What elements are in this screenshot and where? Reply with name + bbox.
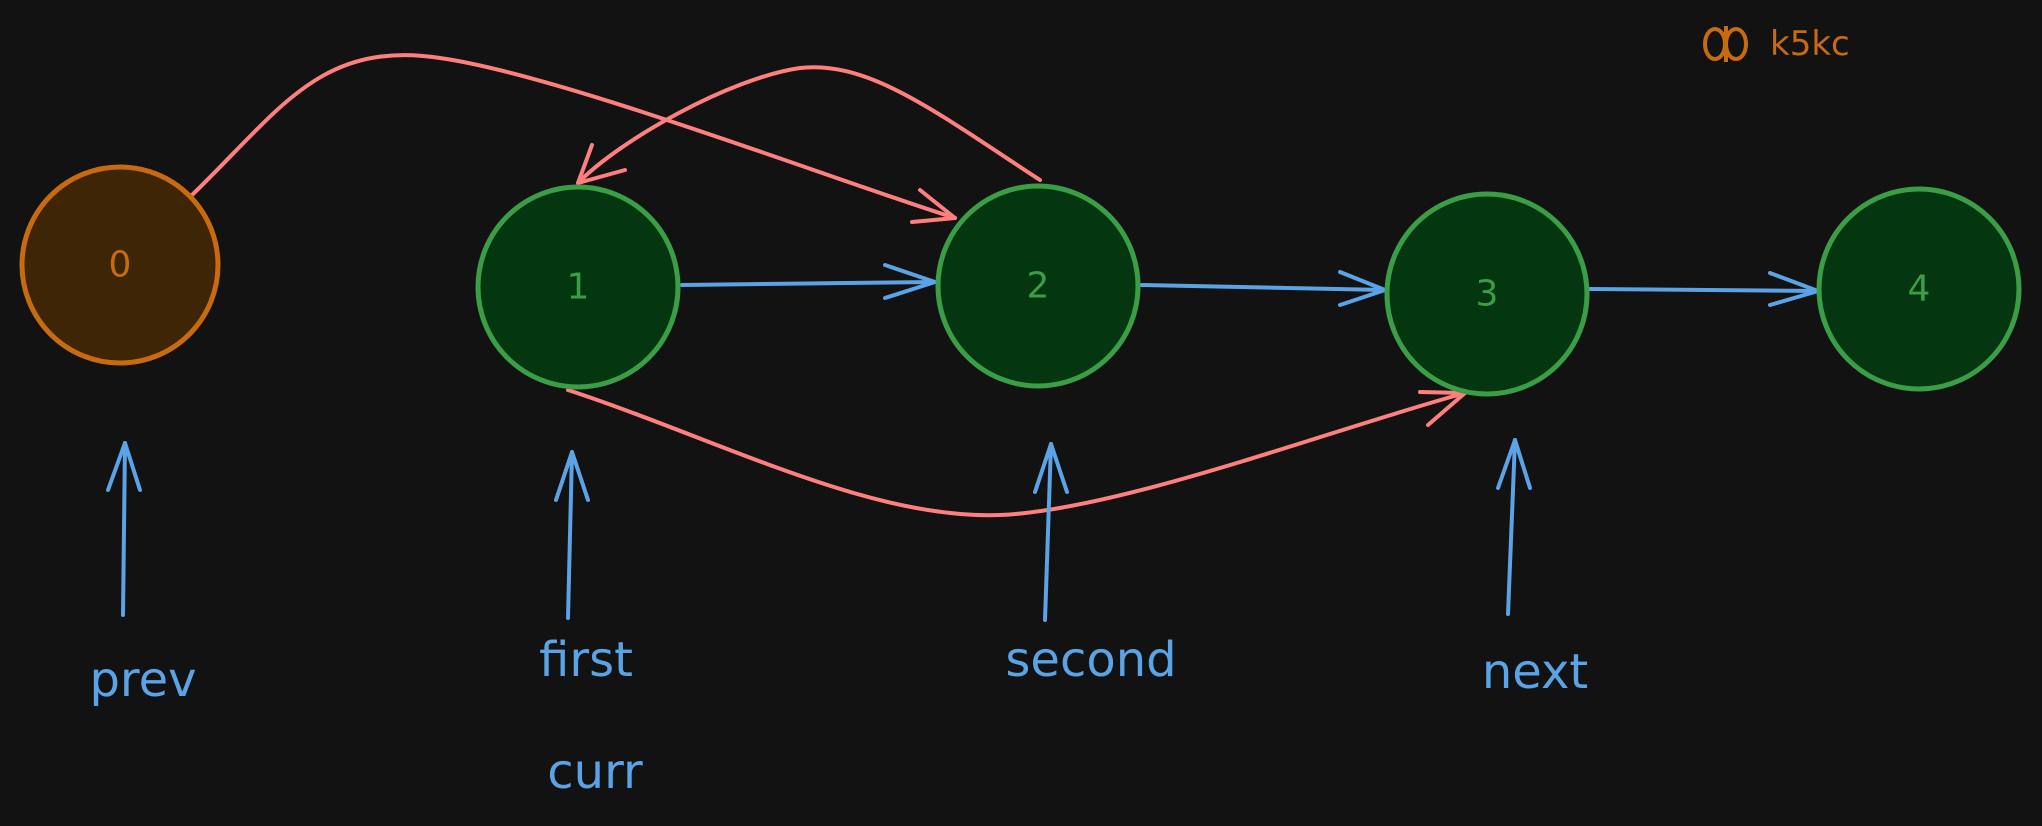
- pointer-label-next: next: [1482, 644, 1588, 700]
- brand-logo: k5kc: [1703, 24, 1850, 64]
- pointer-arrows: [106, 438, 1532, 622]
- excalidraw-logo-icon: [1703, 26, 1748, 62]
- swap-link-2-to-1: [576, 65, 1042, 185]
- pointer-label-first: first: [539, 632, 633, 688]
- swap-link-1-to-3: [566, 388, 1467, 518]
- pointer-arrow-next: [1496, 438, 1532, 616]
- pointer-label-second: second: [1005, 632, 1176, 688]
- node-1-label: 1: [567, 267, 590, 308]
- pointer-label-prev: prev: [89, 652, 196, 708]
- node-3-label: 3: [1476, 274, 1499, 315]
- node-4: 4: [1816, 186, 2022, 392]
- node-0-label: 0: [109, 245, 132, 286]
- pointer-arrow-second: [1033, 442, 1069, 622]
- next-link-2-to-3: [1138, 270, 1387, 307]
- swap-links: [190, 53, 1467, 518]
- next-link-3-to-4: [1588, 271, 1820, 307]
- node-2: 2: [935, 183, 1141, 389]
- brand-text: k5kc: [1770, 24, 1850, 64]
- node-0: 0: [19, 164, 221, 366]
- pointer-arrow-prev: [106, 441, 142, 617]
- node-2-label: 2: [1027, 266, 1050, 307]
- node-3: 3: [1384, 191, 1590, 397]
- pointer-label-curr: curr: [547, 744, 643, 800]
- pointer-labels: prev first curr second next: [89, 632, 1588, 800]
- swap-link-0-to-2: [190, 53, 957, 224]
- pointer-arrow-first: [554, 450, 590, 620]
- node-4-label: 4: [1908, 269, 1931, 310]
- next-link-1-to-2: [680, 263, 937, 300]
- nodes: 0 1 2 3 4: [19, 164, 2022, 397]
- next-links: [680, 263, 1820, 307]
- node-1: 1: [475, 184, 681, 390]
